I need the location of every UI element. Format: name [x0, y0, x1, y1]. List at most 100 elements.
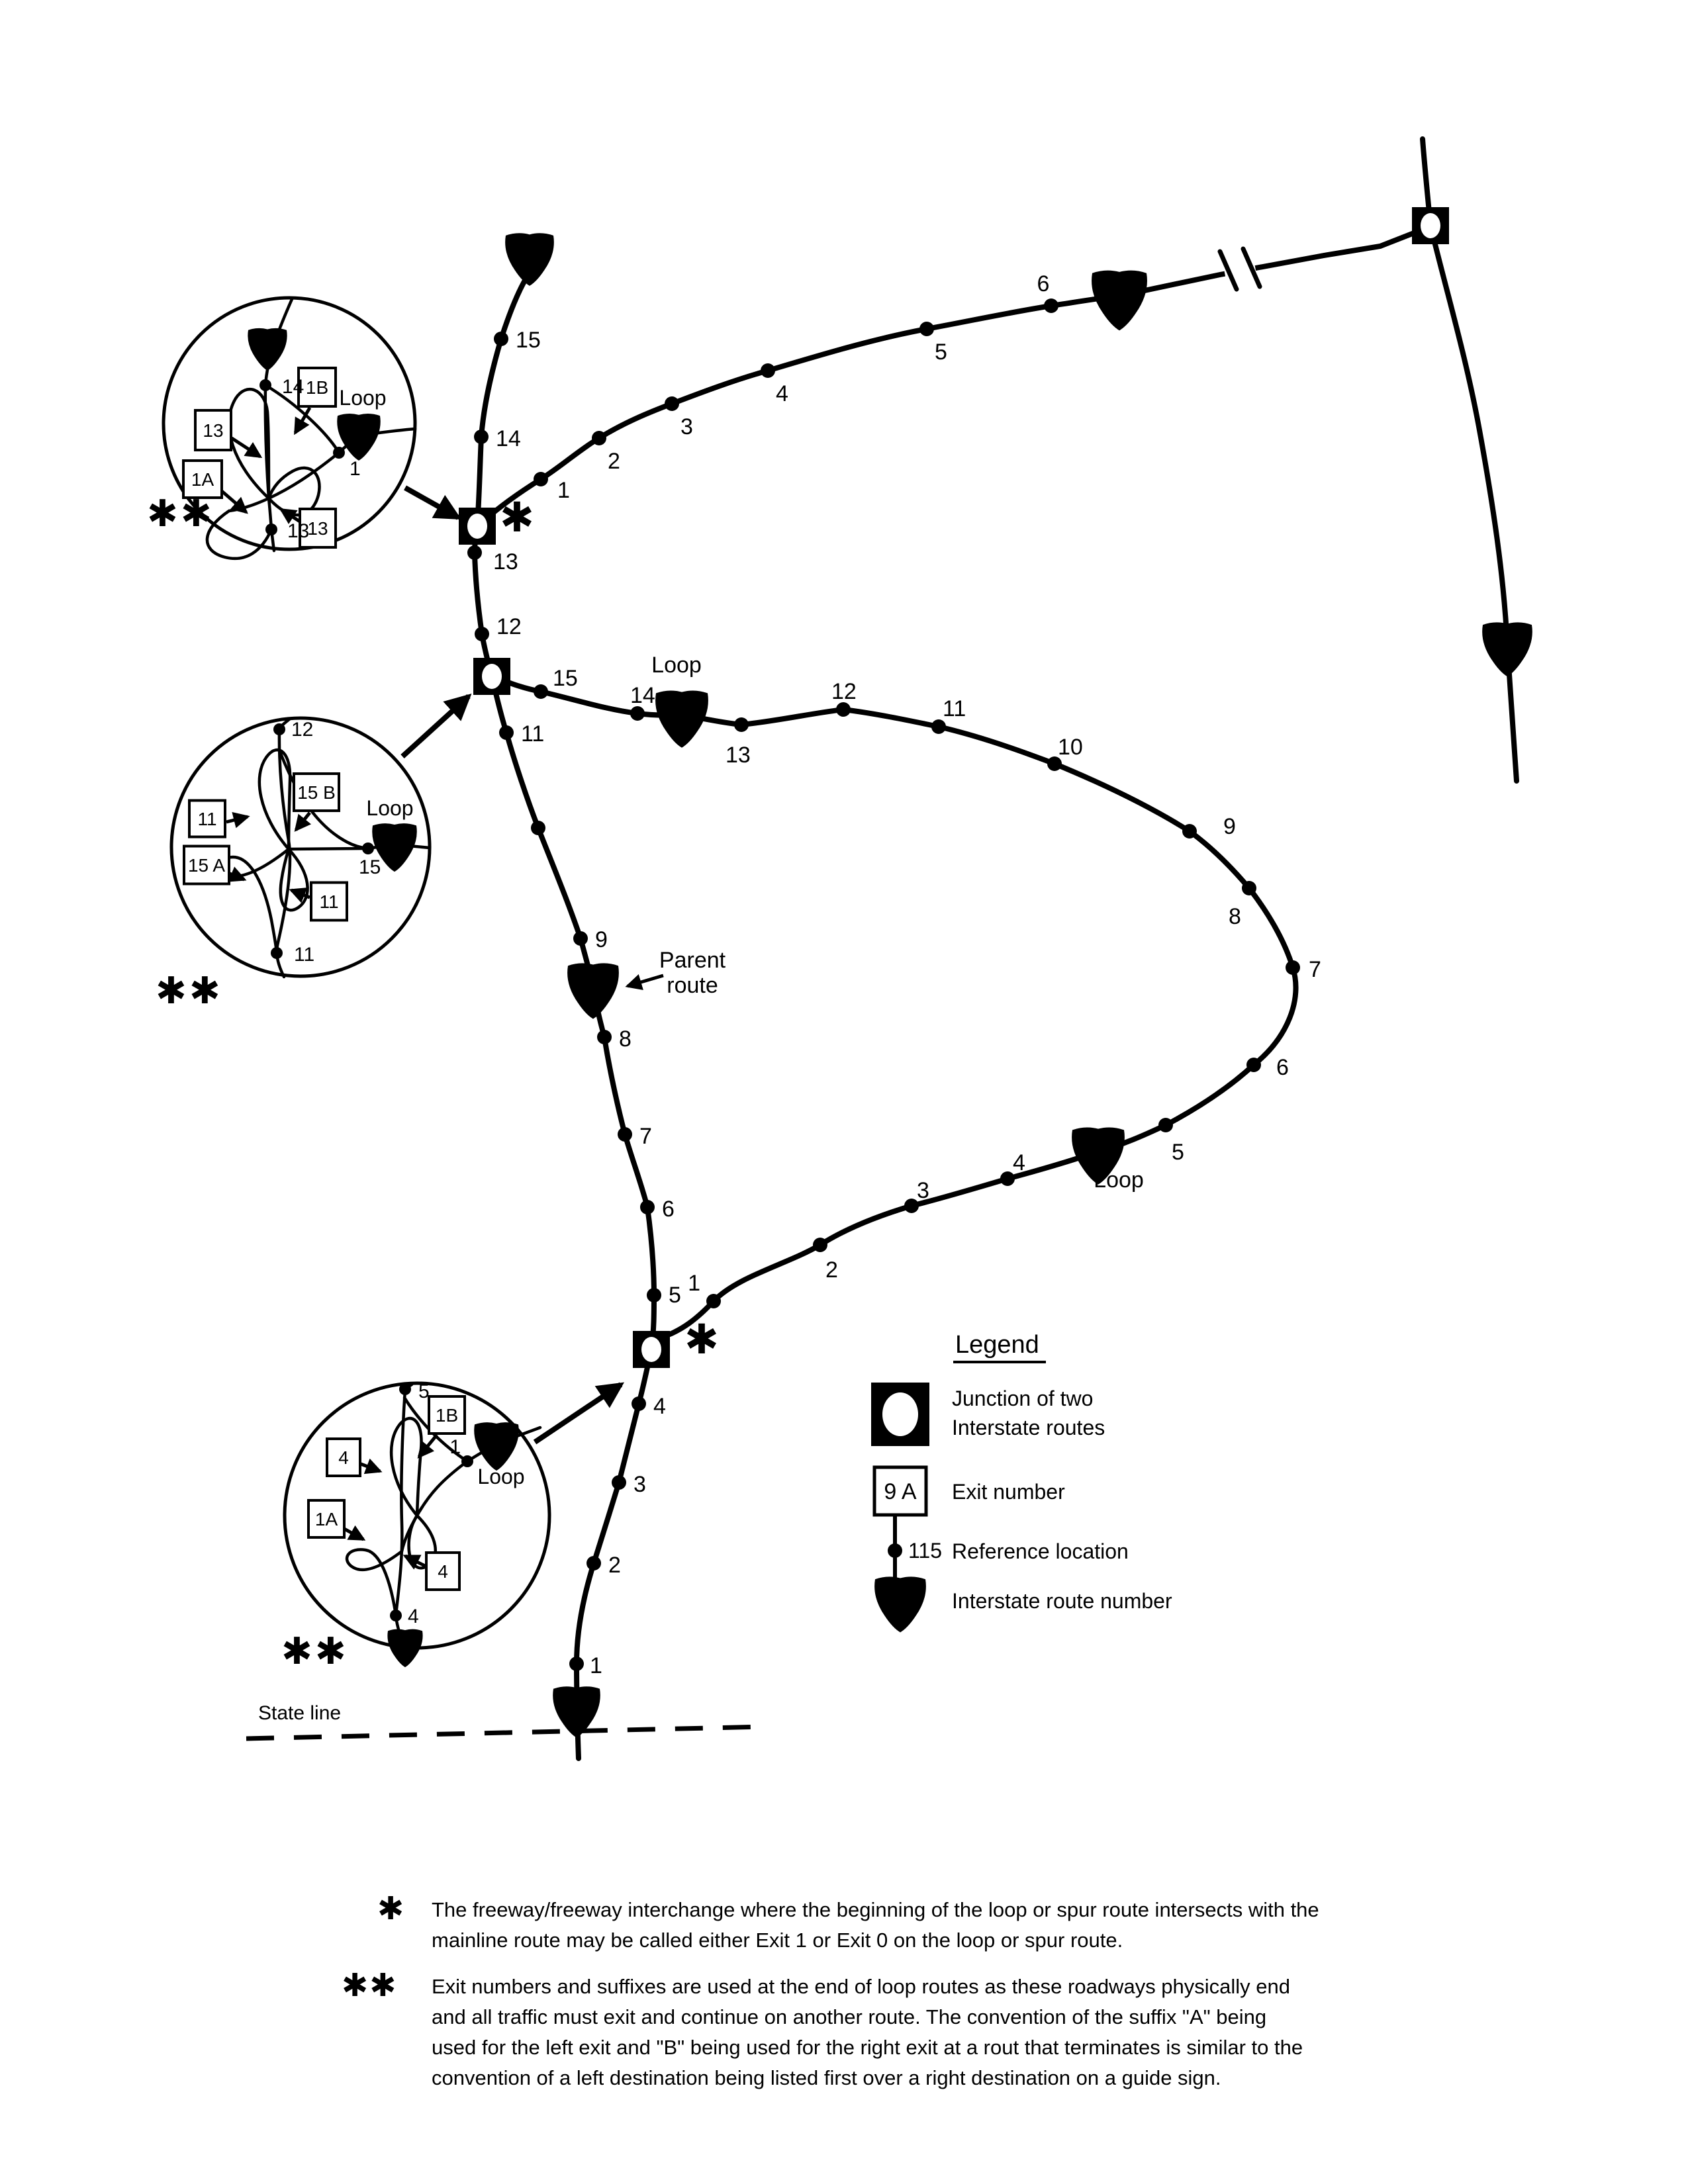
reference-location-dot: [494, 332, 508, 346]
pointer-arrow: [417, 1433, 438, 1459]
reference-location-dot: [904, 1199, 919, 1213]
exit-number-box-label: 4: [338, 1447, 349, 1468]
interstate-shield-number: 7: [1501, 632, 1514, 659]
interstate-shield-shape: [248, 328, 287, 371]
map-label: 6: [662, 1197, 675, 1222]
exit-number-box-label: 4: [438, 1561, 448, 1582]
exit-number-box-frame: [428, 1395, 466, 1435]
map-label: 15: [359, 856, 381, 878]
exit-number-box-label: 1A: [315, 1509, 338, 1529]
reference-location-dot: [919, 322, 934, 336]
footnote-line: The freeway/freeway interchange where th…: [432, 1898, 1319, 1921]
interstate-shield-number: 203: [482, 1433, 510, 1453]
exit-number-box: 1A: [182, 459, 223, 499]
map-label: 15: [516, 328, 541, 353]
reference-location-icon: 115: [888, 1514, 942, 1587]
map-label: 6: [1276, 1055, 1289, 1080]
reference-location-dot: [569, 1657, 584, 1671]
interstate-shield-number: 203: [380, 834, 408, 854]
map-label: Loop: [477, 1465, 524, 1488]
exit-number-box-frame: [183, 844, 230, 886]
map-label: 11: [294, 944, 314, 966]
exit-number-box-label: 1B: [306, 377, 328, 398]
pointer-arrow: [360, 1458, 383, 1475]
interstate-shield-number: 203: [665, 705, 698, 727]
map-label: 12: [831, 679, 857, 704]
reference-location-dot: [888, 1543, 902, 1558]
junction-circle: [482, 664, 502, 689]
interstate-shield-icon: 203: [474, 1422, 519, 1471]
map-label: 11: [943, 696, 966, 721]
exit-number-box: 15 A: [183, 844, 230, 886]
inset-3-ramp-1a: [345, 1548, 404, 1617]
inset-1-ramp-upper-left: [227, 387, 271, 500]
map-label: State line: [258, 1702, 341, 1724]
junction-symbol-icon: [871, 1383, 929, 1446]
map-label: Loop: [339, 386, 386, 410]
legend-item-label: Interstate routes: [952, 1416, 1105, 1439]
inset-callout-arrow: [400, 693, 472, 758]
interstate-shield-icon: 3: [567, 963, 619, 1019]
pointer-arrow: [289, 887, 310, 903]
exit-number-box-frame: [194, 409, 232, 451]
asterisk-note: ✱: [500, 495, 537, 541]
footnotes: ✱ The freeway/freeway interchange where t…: [342, 1891, 1319, 2089]
footnote-marker: ✱: [377, 1891, 405, 1927]
exit-number-box-label: 9 A: [884, 1479, 916, 1504]
footnote-line: and all traffic must exit and continue o…: [432, 2005, 1266, 2028]
road-route-7: [1428, 223, 1519, 784]
map-label: 9: [1223, 814, 1236, 839]
interstate-shield-shape: [655, 690, 708, 748]
exit-number-box: 15 B: [293, 772, 340, 812]
map-label: 1: [557, 478, 570, 503]
reference-location-dot: [1242, 881, 1256, 895]
legend-item-label: Interstate route number: [952, 1589, 1172, 1613]
map-label: 8: [619, 1026, 632, 1052]
map-label: 14: [630, 683, 655, 708]
junction-circle: [1421, 213, 1440, 238]
footnote: ✱✱Exit numbers and suffixes are used at …: [342, 1968, 1303, 2089]
interstate-shield-shape: [372, 823, 417, 872]
interstate-shield-number: 407: [346, 426, 372, 443]
reference-location-dot: [640, 1200, 655, 1214]
legend-title: Legend: [955, 1331, 1039, 1359]
interstate-shield-shape: [874, 1576, 926, 1633]
junction-circle: [882, 1392, 918, 1436]
exit-number-box: 11: [310, 881, 348, 922]
footnote-line: Exit numbers and suffixes are used at th…: [432, 1975, 1290, 1998]
reference-location-dot: [931, 719, 946, 734]
pointer-arrow: [230, 436, 263, 459]
pointer-arrow: [279, 508, 301, 525]
reference-location-dot: [592, 431, 606, 445]
footnote-line: mainline route may be called either Exit…: [432, 1929, 1123, 1952]
interstate-shield-shape: [553, 1686, 600, 1738]
route-407-break-icon: [1217, 246, 1262, 292]
map-label: 13: [493, 549, 518, 574]
reference-location-dot: [271, 947, 283, 959]
reference-number: 115: [908, 1539, 942, 1563]
exit-number-box-frame: [326, 1437, 361, 1477]
reference-location-dot: [390, 1610, 402, 1621]
reference-location-dot: [534, 472, 548, 486]
map-label: 14: [282, 376, 304, 398]
reference-location-dot: [1047, 756, 1062, 771]
road-route-407: [475, 225, 1430, 529]
reference-location-dot: [665, 396, 679, 411]
reference-location-dot: [761, 363, 775, 378]
pointer-arrow: [226, 812, 250, 829]
interstate-shield-number: 3: [570, 1695, 583, 1722]
map-label: 7: [639, 1124, 652, 1149]
map-label: 2: [608, 449, 620, 474]
exit-number-box-label: 11: [197, 809, 216, 829]
legend-item-label: Junction of two: [952, 1387, 1093, 1410]
reference-location-dot: [474, 430, 489, 444]
interstate-shield-number: 407: [1102, 285, 1137, 308]
exit-number-box-frame: [299, 508, 337, 549]
exit-number-box-frame: [310, 881, 348, 922]
footnote: ✱ The freeway/freeway interchange where t…: [377, 1891, 1319, 1952]
